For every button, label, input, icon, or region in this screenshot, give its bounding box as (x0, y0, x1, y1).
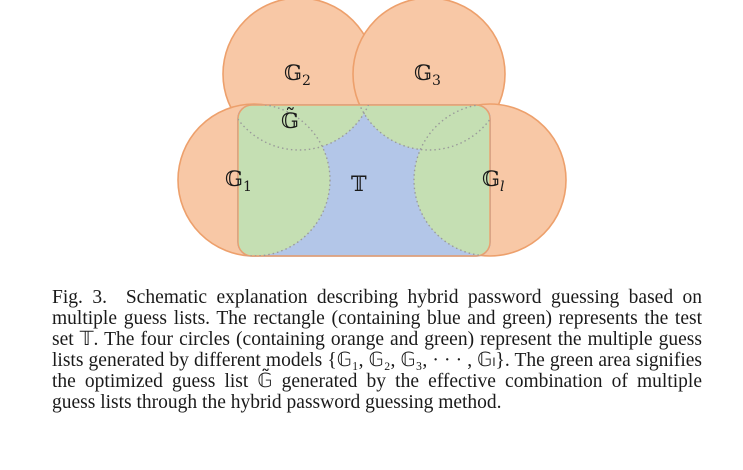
label-gl: 𝔾l (482, 167, 504, 195)
dotted-arcs (238, 105, 490, 256)
label-g2: 𝔾2 (284, 61, 311, 89)
caption-text: Schematic explanation describing hybrid … (52, 287, 703, 413)
label-g-tilde: 𝔾̃ (281, 107, 299, 133)
rectangle-outline (237, 104, 491, 257)
label-g1: 𝔾1 (225, 167, 252, 195)
label-g3: 𝔾3 (414, 61, 441, 89)
label-t: 𝕋 (351, 172, 367, 196)
figure-label: Fig. 3. (52, 287, 107, 308)
figure-caption: Fig. 3. Schematic explanation describing… (52, 287, 702, 413)
venn-diagram: 𝔾2 𝔾3 𝔾̃ 𝔾1 𝕋 𝔾l (177, 0, 567, 257)
optimized-guess-area (238, 105, 490, 256)
